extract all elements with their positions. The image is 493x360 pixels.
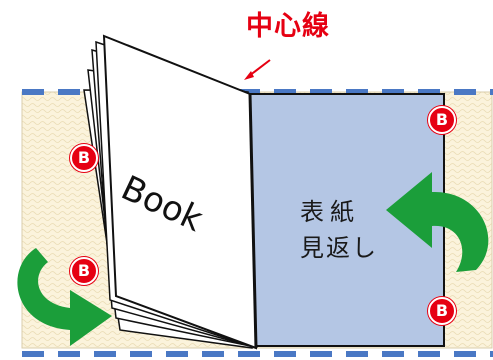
green-arrow-left	[17, 248, 113, 346]
pointer-arrow	[244, 59, 271, 80]
cover-label: 表紙	[300, 198, 360, 226]
marker-b-top-right: B	[428, 106, 456, 134]
green-arrow-right	[386, 172, 489, 272]
marker-b-bottom-right: B	[428, 297, 456, 325]
marker-b-upper-left: B	[70, 144, 98, 172]
endpaper-label: 見返し	[300, 234, 378, 262]
front-page	[102, 34, 258, 350]
center-line-label: 中心線	[246, 11, 330, 42]
spine-line	[248, 93, 258, 349]
marker-b-lower-left: B	[70, 257, 98, 285]
